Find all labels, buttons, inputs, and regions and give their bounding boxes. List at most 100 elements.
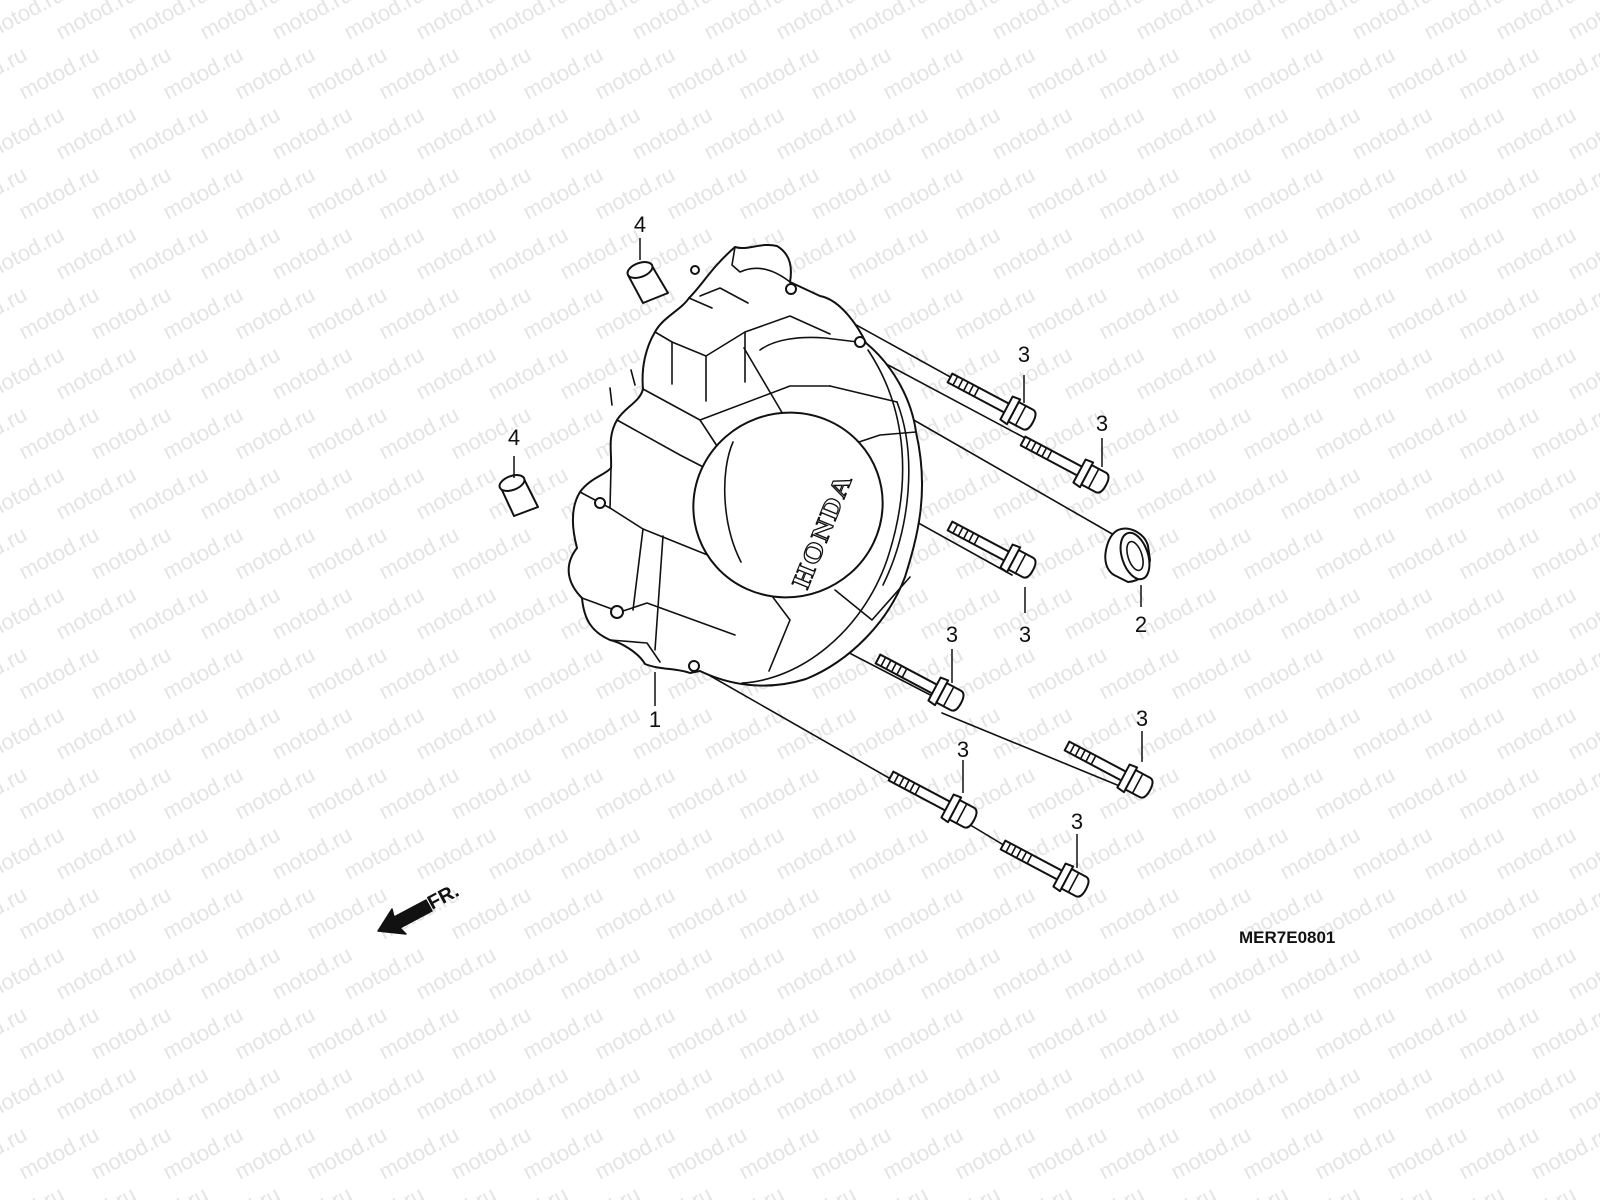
watermark-text: motod.ru <box>1276 582 1364 645</box>
watermark-text: motod.ru <box>15 882 103 945</box>
watermark-text: motod.ru <box>340 222 428 285</box>
watermark-text: motod.ru <box>1132 942 1220 1005</box>
watermark-text: motod.ru <box>735 42 823 105</box>
watermark-text: motod.ru <box>303 522 391 585</box>
watermark-text: motod.ru <box>1095 1122 1183 1185</box>
watermark-text: motod.ru <box>1276 942 1364 1005</box>
watermark-text: motod.ru <box>1348 702 1436 765</box>
watermark-text: motod.ru <box>735 1122 823 1185</box>
watermark-text: motod.ru <box>1132 1062 1220 1125</box>
watermark-text: motod.ru <box>844 822 932 885</box>
watermark-text: motod.ru <box>844 222 932 285</box>
watermark-text: motod.ru <box>988 222 1076 285</box>
watermark-text: motod.ru <box>124 582 212 645</box>
watermark-text: motod.ru <box>1023 1122 1111 1185</box>
watermark-text: motod.ru <box>159 402 247 465</box>
watermark-text: motod.ru <box>1420 342 1508 405</box>
watermark-text: motod.ru <box>1527 162 1600 225</box>
watermark-text: motod.ru <box>52 702 140 765</box>
watermark-text: motod.ru <box>375 1002 463 1065</box>
watermark-text: motod.ru <box>1492 702 1580 765</box>
watermark-text: motod.ru <box>1060 1062 1148 1125</box>
watermark-text: motod.ru <box>879 282 967 345</box>
watermark-text: motod.ru <box>807 42 895 105</box>
watermark-text: motod.ru <box>1239 762 1327 825</box>
watermark-text: motod.ru <box>591 882 679 945</box>
watermark-text: motod.ru <box>844 102 932 165</box>
watermark-text: motod.ru <box>1204 102 1292 165</box>
watermark-text: motod.ru <box>196 222 284 285</box>
watermark-text: motod.ru <box>1527 882 1600 945</box>
watermark-text: motod.ru <box>591 42 679 105</box>
watermark-text: motod.ru <box>1167 162 1255 225</box>
watermark-text: motod.ru <box>663 42 751 105</box>
watermark-text: motod.ru <box>1311 162 1399 225</box>
watermark-text: motod.ru <box>159 762 247 825</box>
watermark-text: motod.ru <box>1023 162 1111 225</box>
watermark-text: motod.ru <box>484 1182 572 1200</box>
watermark-text: motod.ru <box>159 1122 247 1185</box>
watermark-text: motod.ru <box>196 1182 284 1200</box>
watermark-text: motod.ru <box>1311 42 1399 105</box>
watermark-text: motod.ru <box>124 1182 212 1200</box>
watermark-text: motod.ru <box>231 282 319 345</box>
watermark-text: motod.ru <box>951 162 1039 225</box>
watermark-text: motod.ru <box>1276 222 1364 285</box>
watermark-text: motod.ru <box>124 462 212 525</box>
watermark-text: motod.ru <box>268 222 356 285</box>
watermark-text: motod.ru <box>1420 102 1508 165</box>
watermark-text: motod.ru <box>87 282 175 345</box>
watermark-text: motod.ru <box>303 42 391 105</box>
dowel-pin-upper <box>626 261 669 304</box>
watermark-text: motod.ru <box>1383 282 1471 345</box>
watermark-text: motod.ru <box>52 462 140 525</box>
watermark-text: motod.ru <box>231 642 319 705</box>
watermark-text: motod.ru <box>916 942 1004 1005</box>
watermark-text: motod.ru <box>1204 822 1292 885</box>
watermark-text: motod.ru <box>268 1182 356 1200</box>
watermark-text: motod.ru <box>124 1062 212 1125</box>
watermark-text: motod.ru <box>1095 1002 1183 1065</box>
watermark-text: motod.ru <box>52 942 140 1005</box>
watermark-text: motod.ru <box>1239 1122 1327 1185</box>
watermark-text: motod.ru <box>556 342 644 405</box>
watermark-text: motod.ru <box>268 822 356 885</box>
watermark-text: motod.ru <box>87 1122 175 1185</box>
watermark-text: motod.ru <box>735 1002 823 1065</box>
watermark-text: motod.ru <box>484 222 572 285</box>
watermark-text: motod.ru <box>879 1122 967 1185</box>
watermark-text: motod.ru <box>15 642 103 705</box>
watermark-text: motod.ru <box>268 942 356 1005</box>
watermark-text: motod.ru <box>1060 342 1148 405</box>
watermark-text: motod.ru <box>628 102 716 165</box>
watermark-text: motod.ru <box>484 1062 572 1125</box>
watermark-text: motod.ru <box>412 342 500 405</box>
dowel-pin-lower <box>498 474 539 517</box>
leader-lines <box>513 238 1143 868</box>
watermark-text: motod.ru <box>447 1002 535 1065</box>
watermark-text: motod.ru <box>916 1062 1004 1125</box>
watermark-text: motod.ru <box>1420 822 1508 885</box>
callout-2: 2 <box>1135 612 1147 637</box>
watermark-text: motod.ru <box>807 762 895 825</box>
watermark-text: motod.ru <box>1060 102 1148 165</box>
watermark-text: motod.ru <box>1348 222 1436 285</box>
watermark-text: motod.ru <box>1023 282 1111 345</box>
watermark-text: motod.ru <box>340 1182 428 1200</box>
watermark-text: motod.ru <box>1239 642 1327 705</box>
watermark-text: motod.ru <box>231 402 319 465</box>
watermark-text: motod.ru <box>159 642 247 705</box>
watermark-text: motod.ru <box>268 462 356 525</box>
watermark-text: motod.ru <box>988 1062 1076 1125</box>
watermark-text: motod.ru <box>87 642 175 705</box>
watermark-text: motod.ru <box>124 342 212 405</box>
watermark-text: motod.ru <box>988 582 1076 645</box>
watermark-text: motod.ru <box>556 942 644 1005</box>
watermark-text: motod.ru <box>1023 762 1111 825</box>
watermark-text: motod.ru <box>772 102 860 165</box>
watermark-text: motod.ru <box>1023 42 1111 105</box>
callout-4-lower: 4 <box>508 425 520 450</box>
watermark-text: motod.ru <box>303 162 391 225</box>
watermark-text: motod.ru <box>1276 1062 1364 1125</box>
watermark-text: motod.ru <box>52 102 140 165</box>
